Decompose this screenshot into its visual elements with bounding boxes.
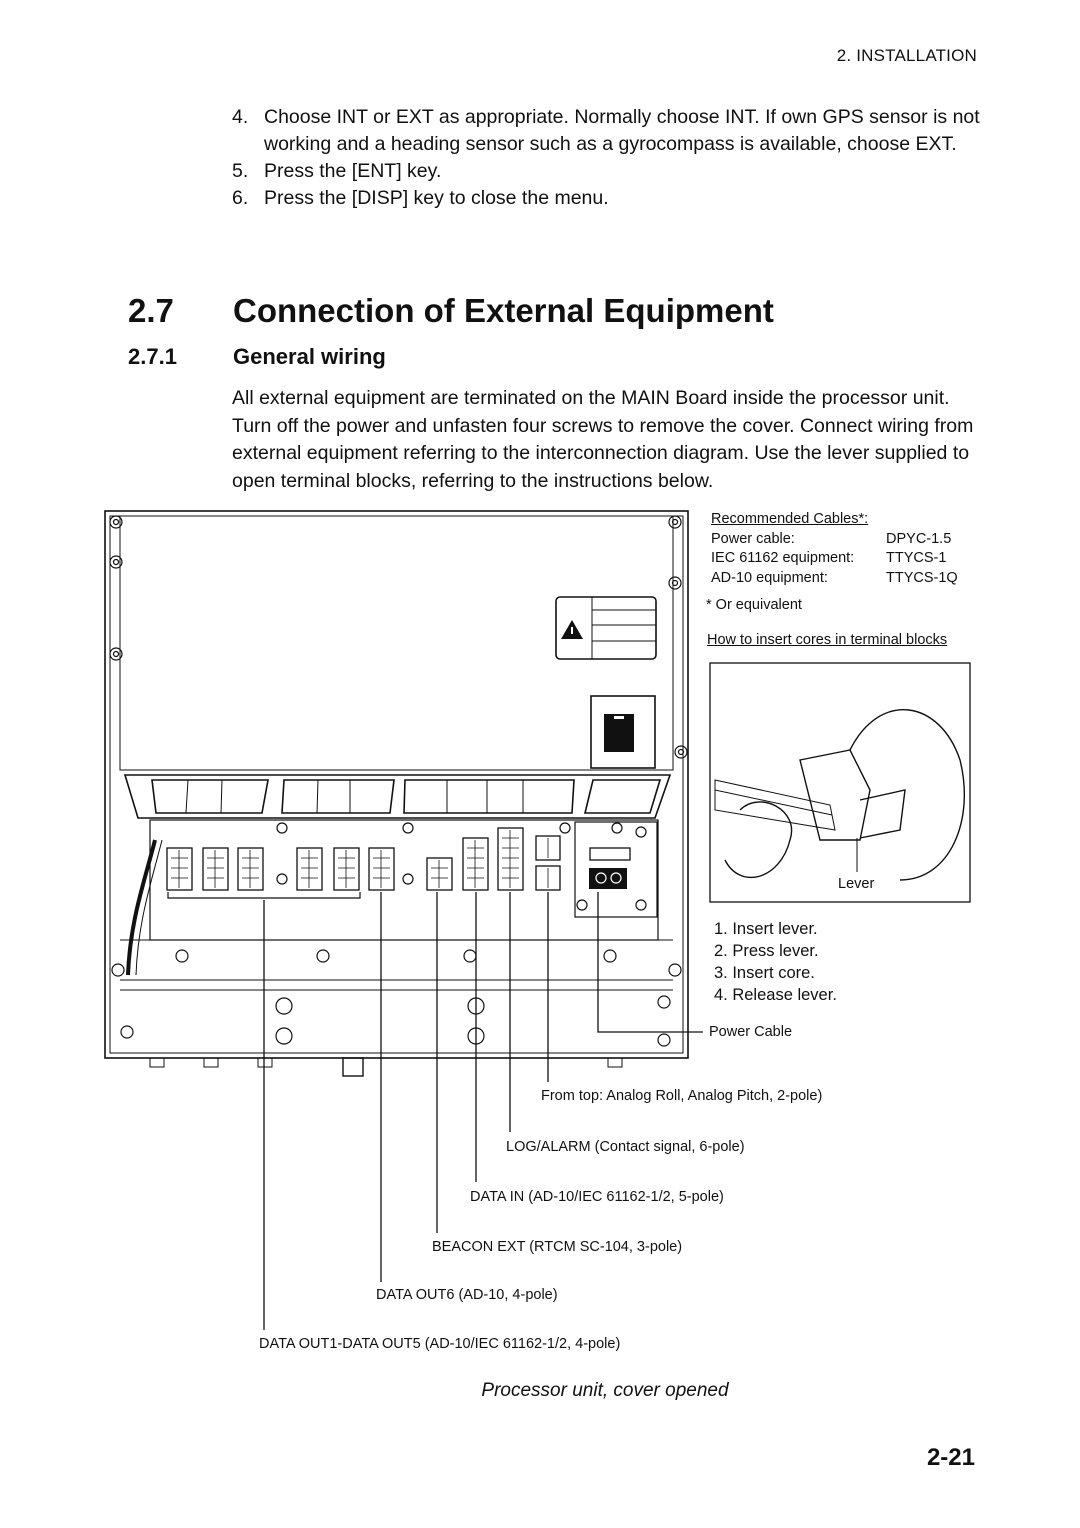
power-switch-icon xyxy=(604,714,634,752)
callout-beacon: BEACON EXT (RTCM SC-104, 3-pole) xyxy=(432,1239,683,1255)
step-4: 4.Choose INT or EXT as appropriate. Norm… xyxy=(232,106,980,155)
cable-row: IEC 61162 equipment:TTYCS-1 xyxy=(711,550,947,566)
body-paragraph: All external equipment are terminated on… xyxy=(232,387,974,492)
callout-data-out6: DATA OUT6 (AD-10, 4-pole) xyxy=(376,1287,558,1303)
callout-log-alarm: LOG/ALARM (Contact signal, 6-pole) xyxy=(506,1139,745,1155)
callout-data-in: DATA IN (AD-10/IEC 61162-1/2, 5-pole) xyxy=(470,1189,724,1205)
procedure-steps: 4.Choose INT or EXT as appropriate. Norm… xyxy=(232,104,992,212)
callout-analog: From top: Analog Roll, Analog Pitch, 2-p… xyxy=(541,1088,823,1104)
cable-row: Power cable:DPYC-1.5 xyxy=(711,530,952,547)
insert-cores-title: How to insert cores in terminal blocks xyxy=(707,632,948,648)
lever-label: Lever xyxy=(838,876,875,892)
cable-row: AD-10 equipment:TTYCS-1Q xyxy=(711,569,958,586)
figure-caption: Processor unit, cover opened xyxy=(481,1380,729,1401)
callout-data-out1-5: DATA OUT1-DATA OUT5 (AD-10/IEC 61162-1/2… xyxy=(259,1336,621,1352)
recommended-cables: Recommended Cables*: Power cable:DPYC-1.… xyxy=(711,510,958,588)
cable-note: * Or equivalent xyxy=(706,597,802,613)
callout-power-cable: Power Cable xyxy=(709,1024,793,1040)
page-number: 2-21 xyxy=(926,1444,975,1471)
step-5: 5.Press the [ENT] key. xyxy=(232,160,442,182)
step-6: 6.Press the [DISP] key to close the menu… xyxy=(232,187,609,209)
insert-steps: 1. Insert lever. 2. Press lever. 3. Inse… xyxy=(714,920,837,1004)
running-header: 2. INSTALLATION xyxy=(836,46,977,65)
